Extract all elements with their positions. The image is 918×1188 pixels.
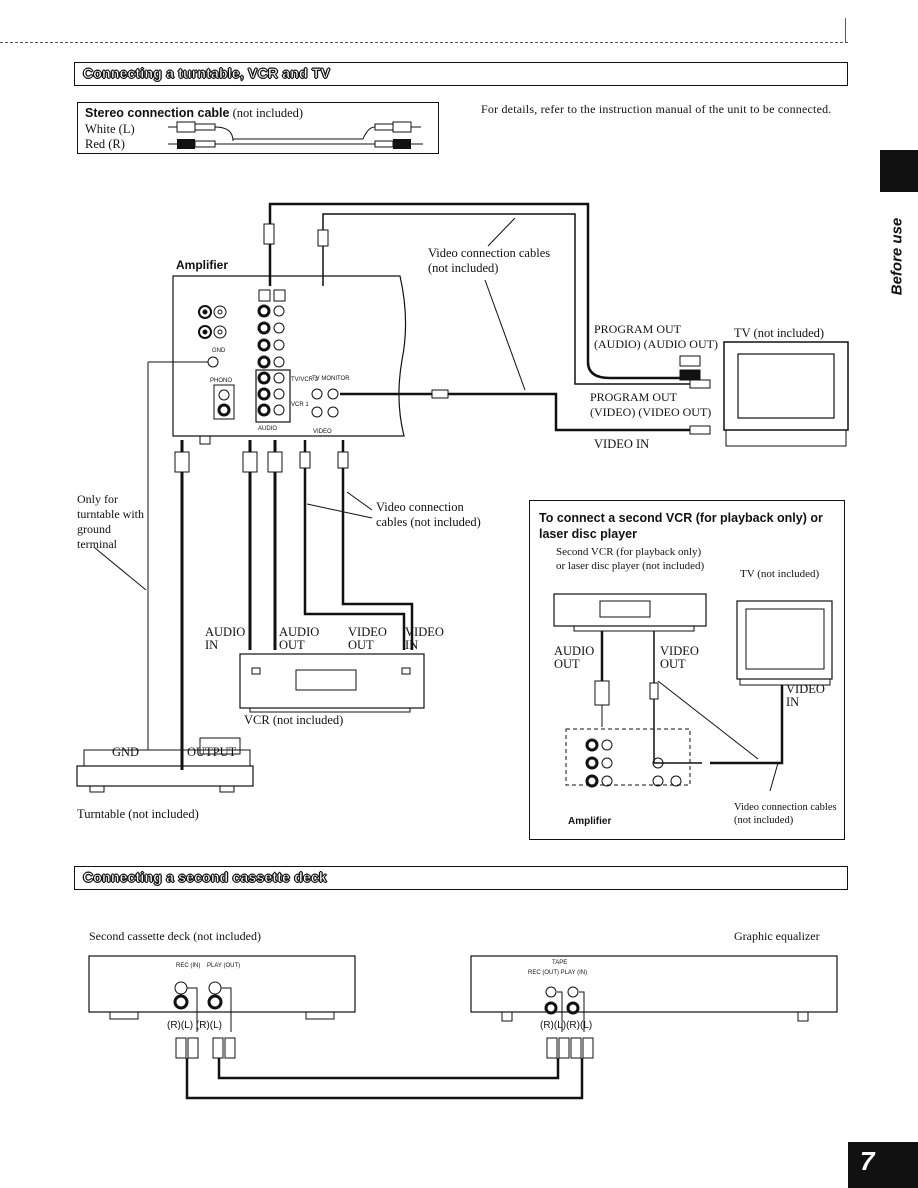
- audio-out-label: AUDIO OUT: [279, 625, 320, 652]
- svg-text:TV MONITOR: TV MONITOR: [312, 376, 350, 382]
- ground-note: Only for turntable with ground terminal: [77, 492, 144, 551]
- video-in-tv-label: VIDEO IN: [594, 437, 650, 451]
- second-vcr-audio-out: AUDIO OUT: [554, 644, 595, 671]
- tv-label-top: TV (not included): [734, 326, 825, 340]
- gnd-label: GND: [112, 745, 140, 759]
- top-rule-mark: [845, 18, 846, 42]
- video-cables-top-label: Video connection cables (not included): [428, 246, 551, 275]
- program-out-video-label: PROGRAM OUT (VIDEO) (VIDEO OUT): [590, 390, 712, 419]
- details-note: For details, refer to the instruction ma…: [481, 102, 832, 116]
- svg-text:TAPE: TAPE: [552, 960, 567, 966]
- amplifier-foot: [199, 435, 211, 445]
- cable-box-title-bold: Stereo connection cable: [85, 106, 230, 120]
- cable-box-title-rest: (not included): [229, 106, 304, 120]
- second-vcr-cables: Video connection cables (not included): [734, 802, 837, 826]
- second-vcr-device-label: Second VCR (for playback only) or laser …: [556, 546, 705, 572]
- cable-box-title: Stereo connection cable (not included): [85, 106, 303, 121]
- program-out-audio-label: PROGRAM OUT (AUDIO) (AUDIO OUT): [594, 322, 718, 351]
- section1-heading: Connecting a turntable, VCR and TV: [83, 65, 331, 82]
- section1-heading-box: Connecting a turntable, VCR and TV: [74, 62, 848, 86]
- rca-cable-illustration: [168, 121, 423, 149]
- output-label: OUTPUT: [187, 745, 237, 759]
- amplifier-body: [172, 275, 407, 437]
- svg-text:(R)(L) (R)(L): (R)(L) (R)(L): [167, 1020, 222, 1031]
- svg-text:PLAY (OUT): PLAY (OUT): [207, 963, 240, 969]
- page-number: 7: [860, 1146, 875, 1176]
- svg-text:AUDIO: AUDIO: [258, 426, 277, 432]
- page-number-box: 7: [848, 1142, 918, 1188]
- cable-red-label: Red (R): [85, 137, 125, 151]
- equalizer-label: Graphic equalizer: [734, 929, 820, 943]
- video-in-vcr-label: VIDEO IN: [405, 625, 444, 652]
- cassette-deck-label: Second cassette deck (not included): [89, 929, 261, 943]
- video-cables-mid-label: Video connection cables (not included): [376, 500, 481, 529]
- section2-heading-box: Connecting a second cassette deck: [74, 866, 848, 890]
- svg-text:VIDEO: VIDEO: [313, 429, 332, 435]
- svg-text:VCR 1: VCR 1: [291, 402, 309, 408]
- stereo-cable-box: Stereo connection cable (not included) W…: [77, 102, 439, 154]
- second-vcr-box: To connect a second VCR (for playback on…: [529, 500, 845, 840]
- cable-white-label: White (L): [85, 122, 135, 136]
- svg-text:TV/VCR 2: TV/VCR 2: [291, 377, 319, 383]
- second-vcr-amplifier: Amplifier: [568, 816, 612, 827]
- top-rule: [0, 42, 848, 43]
- turntable-vcr-tv-diagram: GND PHONO TV/VCR 2 VCR 1 TV MONITOR AUDI…: [76, 202, 849, 793]
- svg-text:REC (OUT) PLAY (IN): REC (OUT) PLAY (IN): [528, 970, 587, 976]
- side-tab-block: [880, 150, 918, 192]
- svg-text:REC (IN): REC (IN): [176, 963, 200, 969]
- svg-text:(R)(L)(R)(L): (R)(L)(R)(L): [540, 1020, 592, 1031]
- turntable-label: Turntable (not included): [77, 807, 199, 821]
- second-vcr-diagram: [553, 593, 833, 792]
- svg-text:PHONO: PHONO: [210, 378, 232, 384]
- section2-heading: Connecting a second cassette deck: [83, 869, 327, 886]
- second-vcr-title: To connect a second VCR (for playback on…: [539, 511, 823, 541]
- audio-in-label: AUDIO IN: [205, 625, 246, 652]
- second-vcr-video-out: VIDEO OUT: [660, 644, 699, 671]
- second-vcr-video-in: VIDEO IN: [786, 682, 825, 709]
- cassette-deck-diagram: REC (IN) PLAY (OUT) TAPE REC (OUT) PLAY …: [88, 955, 838, 1100]
- amplifier-label: Amplifier: [176, 258, 229, 272]
- video-out-label: VIDEO OUT: [348, 625, 387, 652]
- vcr-label: VCR (not included): [244, 713, 344, 727]
- svg-text:GND: GND: [212, 348, 226, 354]
- second-vcr-tv-label: TV (not included): [740, 568, 820, 580]
